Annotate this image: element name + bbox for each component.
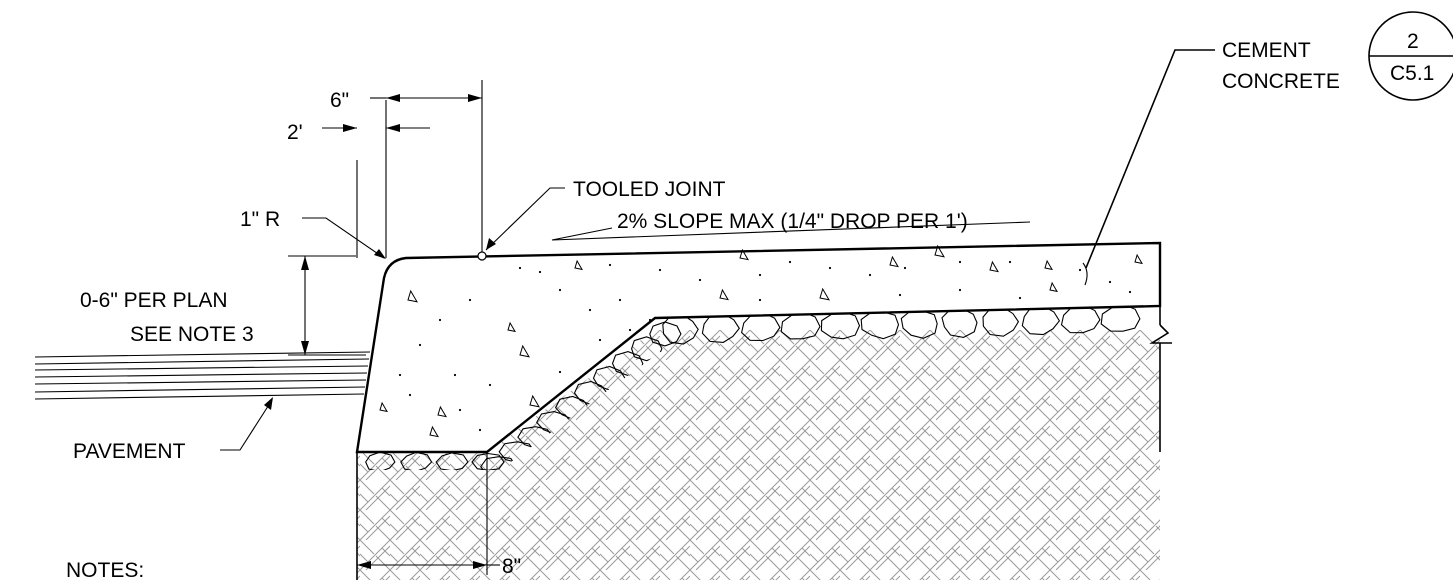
radius-leader	[302, 217, 386, 259]
concrete-section	[355, 241, 1162, 454]
gravel-base	[365, 306, 1141, 470]
radius-label: 1" R	[240, 208, 280, 231]
depth-label-line2: SEE NOTE 3	[130, 323, 254, 346]
detail-sheet: C5.1	[1390, 62, 1434, 85]
dimension-6in: 6"	[330, 89, 349, 112]
cement-label-line1: CEMENT	[1222, 39, 1311, 62]
cement-label-line2: CONCRETE	[1222, 70, 1340, 93]
pavement-label: PAVEMENT	[73, 440, 186, 463]
top-dimensions	[322, 80, 483, 258]
detail-reference-bubble	[1368, 11, 1453, 101]
subgrade-hatch	[357, 330, 1160, 580]
depth-dimension	[288, 255, 366, 356]
bottom-dimension	[357, 561, 500, 569]
dimension-8in: 8"	[502, 555, 521, 578]
slope-label: 2% SLOPE MAX (1/4" DROP PER 1')	[617, 210, 968, 233]
break-line	[356, 243, 1172, 580]
cement-concrete-leader	[1082, 49, 1215, 286]
depth-label-line1: 0-6" PER PLAN	[80, 289, 228, 312]
pavement-lines	[34, 351, 371, 400]
notes-heading: NOTES:	[66, 559, 144, 580]
pavement-leader	[220, 397, 273, 451]
tooled-joint-label: TOOLED JOINT	[573, 178, 726, 201]
dimension-2ft: 2'	[287, 121, 303, 144]
tooled-joint-leader	[477, 187, 565, 261]
slope-arrow	[551, 221, 1031, 241]
detail-number: 2	[1407, 30, 1419, 53]
